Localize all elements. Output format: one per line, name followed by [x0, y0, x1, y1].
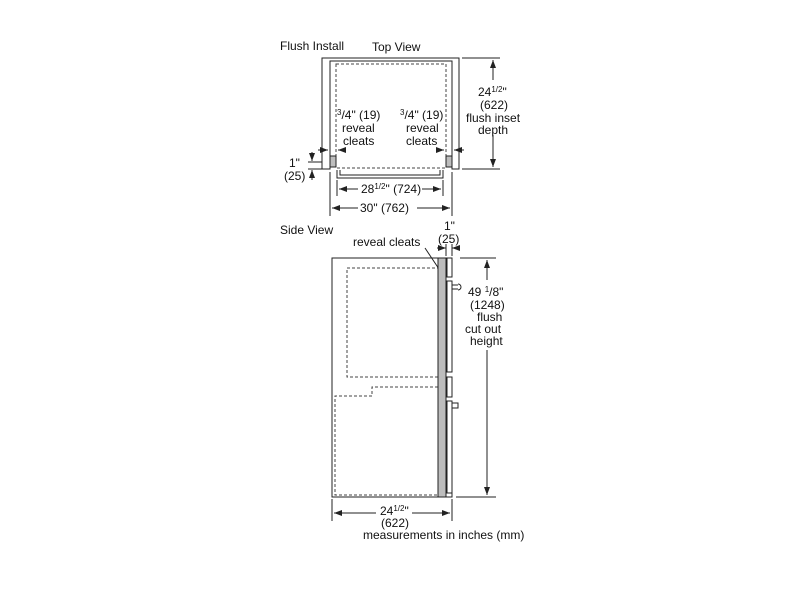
top-view: Flush Install Top View 241/2" (622) flus…	[280, 39, 521, 216]
depth-mm: (622)	[480, 98, 508, 112]
door-panel	[446, 400, 453, 494]
depth-mm-side: (622)	[381, 516, 409, 530]
reveal-mm: (25)	[284, 169, 305, 183]
door-depth-mm: (25)	[438, 232, 459, 246]
side-view-label: Side View	[280, 223, 333, 237]
oven-outline-top	[335, 63, 447, 169]
flush-install-label: Flush Install	[280, 39, 344, 53]
height-mm: (1248)	[470, 298, 505, 312]
handle-lower	[452, 402, 459, 409]
height-caption-3: height	[470, 334, 503, 348]
reveal-inches: 1"	[289, 156, 300, 170]
cleat-left	[329, 155, 337, 168]
depth-caption-1: flush inset	[466, 111, 521, 125]
reveal-cleat-side	[437, 257, 447, 498]
cleat-right-caption-2: cleats	[406, 134, 437, 148]
cleat-right-size: 3/4" (19)	[400, 108, 443, 122]
cleat-left-caption-1: reveal	[342, 121, 375, 135]
outer-width-dimension: 30" (762)	[360, 201, 409, 215]
cleat-left-size: 3/4" (19)	[337, 108, 380, 122]
cabinet-outline-top	[321, 57, 460, 170]
reveal-cleats-label: reveal cleats	[353, 235, 420, 249]
door-panel	[446, 280, 453, 373]
inner-width-dimension: 281/2" (724)	[361, 182, 421, 196]
height-caption-1: flush	[477, 310, 502, 324]
cabinet-outline-side	[331, 257, 453, 498]
measurement-note: measurements in inches (mm)	[363, 528, 524, 542]
top-view-label: Top View	[372, 40, 421, 54]
height-caption-2: cut out	[465, 322, 502, 336]
height-inches: 49 1/8"	[468, 285, 503, 299]
lower-oven-outline	[334, 386, 438, 496]
cleat-right-caption-1: reveal	[406, 121, 439, 135]
door-outline-top	[336, 170, 444, 179]
depth-caption-2: depth	[478, 123, 508, 137]
upper-oven-outline	[346, 267, 439, 378]
door-panel	[446, 257, 453, 278]
door-panel	[446, 376, 453, 398]
door-depth-inches: 1"	[444, 219, 455, 233]
cleat-left-caption-2: cleats	[343, 134, 374, 148]
cleat-right	[445, 155, 453, 168]
side-view: Side View reveal cleats 1" (25) 49 1/8" …	[280, 219, 524, 542]
handle-upper	[452, 283, 462, 291]
depth-inches-side: 241/2"	[380, 504, 409, 518]
depth-inches: 241/2"	[478, 85, 507, 99]
